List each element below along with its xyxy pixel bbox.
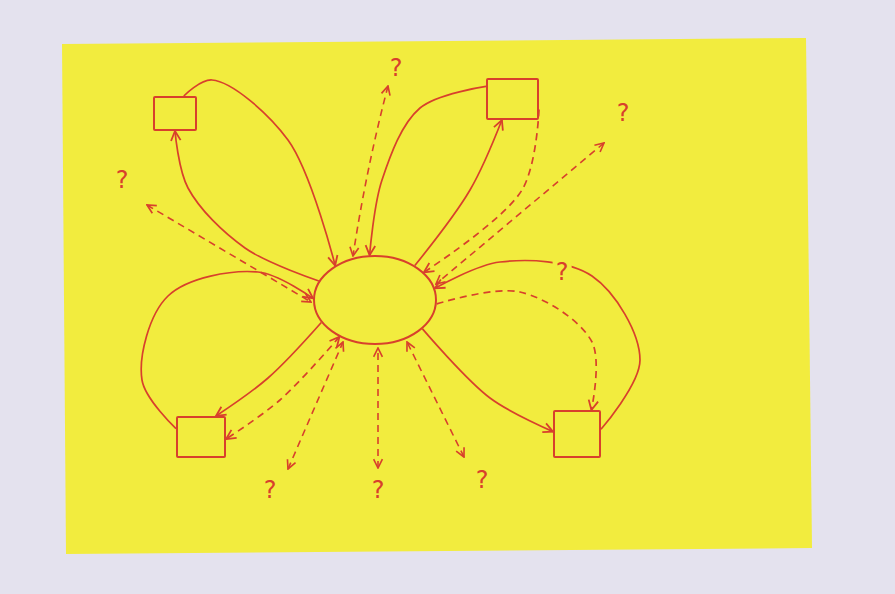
solid-connector [175, 131, 319, 281]
dashed-arrow [353, 86, 388, 256]
yellow-paper [62, 38, 812, 554]
question-mark: ? [617, 101, 630, 125]
ellipse-shape [314, 256, 436, 344]
solid-connector [141, 272, 313, 429]
solid-connector [415, 120, 502, 266]
dashed-connector [424, 110, 539, 273]
dashed-arrow [436, 143, 604, 284]
dashed-connector [437, 291, 596, 410]
square-box [153, 96, 197, 131]
square-box [176, 416, 226, 458]
dashed-arrow [407, 342, 464, 457]
solid-connector [422, 329, 553, 432]
ellipse-outline [313, 255, 437, 345]
square-box [553, 410, 601, 458]
solid-connector [370, 86, 486, 255]
center-ellipse [313, 255, 437, 345]
question-mark: ? [476, 468, 489, 492]
question-mark: ? [390, 56, 403, 80]
square-box [486, 78, 539, 120]
dashed-arrow [377, 348, 379, 468]
question-mark: ? [116, 168, 129, 192]
question-mark: ? [553, 260, 572, 284]
question-mark: ? [264, 478, 277, 502]
solid-connector [216, 323, 321, 417]
solid-connector [435, 261, 640, 430]
dashed-arrow [288, 342, 343, 469]
dashed-connector [226, 337, 339, 439]
solid-connector [184, 80, 335, 266]
dashed-arrow [147, 205, 311, 302]
question-mark: ? [372, 478, 385, 502]
